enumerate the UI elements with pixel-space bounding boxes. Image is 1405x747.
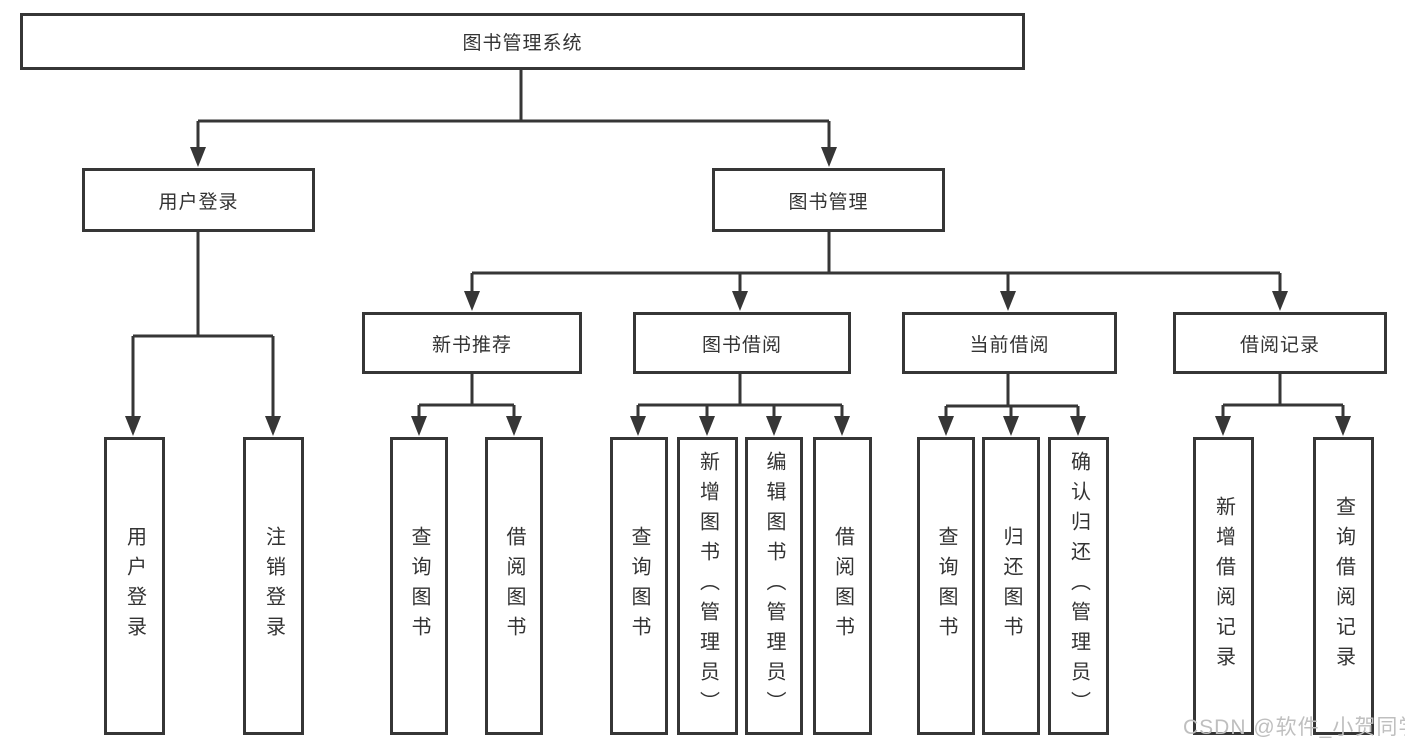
node-label: 图书借阅 [701, 334, 782, 356]
leaf-record-query: 查询借阅记录 [1313, 437, 1374, 735]
node-label: 图书管理系统 [462, 33, 583, 54]
leaf-currentborrow-confirm: 确认归还（管理员） [1048, 437, 1109, 735]
arrow-down-icon [834, 416, 850, 436]
connector-userlogin-to-leaves [131, 232, 275, 418]
node-book-management: 图书管理 [712, 168, 945, 232]
node-root-system: 图书管理系统 [20, 13, 1025, 70]
node-borrow-record: 借阅记录 [1173, 312, 1387, 374]
node-label: 查询借阅记录 [1332, 496, 1355, 676]
node-label: 新增借阅记录 [1212, 496, 1235, 676]
connector-bookborrow-to-leaves [636, 374, 844, 418]
node-book-borrow: 图书借阅 [633, 312, 851, 374]
arrow-down-icon [699, 416, 715, 436]
node-label: 查询图书 [408, 526, 430, 646]
node-label: 新增图书（管理员） [696, 451, 719, 721]
leaf-user-login: 用户登录 [104, 437, 165, 735]
connector-bookmgmt-to-level2 [470, 232, 1282, 293]
node-label: 确认归还（管理员） [1067, 451, 1090, 721]
arrow-down-icon [506, 416, 522, 436]
connector-currentborrow-to-leaves [944, 374, 1080, 418]
node-label: 编辑图书（管理员） [763, 451, 785, 721]
leaf-currentborrow-query: 查询图书 [917, 437, 975, 735]
connector-newbook-to-leaves [417, 374, 516, 418]
arrowheads [125, 147, 1351, 436]
node-label: 注销登录 [262, 526, 285, 646]
arrow-down-icon [1070, 416, 1086, 436]
leaf-bookborrow-query: 查询图书 [610, 437, 668, 735]
connector-root-to-level1 [196, 68, 831, 150]
arrow-down-icon [821, 147, 837, 167]
arrow-down-icon [464, 291, 480, 311]
watermark: CSDN @软件_小贺同学 [1183, 716, 1405, 739]
leaf-currentborrow-return: 归还图书 [982, 437, 1040, 735]
leaf-logout: 注销登录 [243, 437, 304, 735]
node-label: 当前借阅 [969, 334, 1050, 356]
leaf-newbook-borrow: 借阅图书 [485, 437, 543, 735]
node-user-login: 用户登录 [82, 168, 315, 232]
node-label: 借阅图书 [831, 526, 854, 646]
arrow-down-icon [938, 416, 954, 436]
arrow-down-icon [766, 416, 782, 436]
node-label: 新书推荐 [431, 334, 512, 356]
node-label: 图书管理 [788, 191, 869, 213]
node-current-borrow: 当前借阅 [902, 312, 1117, 374]
arrow-down-icon [190, 147, 206, 167]
leaf-bookborrow-borrow: 借阅图书 [813, 437, 872, 735]
arrow-down-icon [732, 291, 748, 311]
leaf-record-add: 新增借阅记录 [1193, 437, 1254, 735]
arrow-down-icon [265, 416, 281, 436]
node-label: 用户登录 [123, 526, 146, 646]
node-label: 归还图书 [1000, 526, 1022, 646]
arrow-down-icon [1000, 291, 1016, 311]
leaf-newbook-query: 查询图书 [390, 437, 448, 735]
arrow-down-icon [125, 416, 141, 436]
arrow-down-icon [1272, 291, 1288, 311]
node-label: 用户登录 [158, 191, 239, 213]
node-label: 查询图书 [935, 526, 957, 646]
node-label: 查询图书 [628, 526, 650, 646]
node-label: 借阅图书 [503, 526, 525, 646]
leaf-bookborrow-add: 新增图书（管理员） [677, 437, 738, 735]
connector-borrowrecord-to-leaves [1221, 374, 1345, 418]
arrow-down-icon [1335, 416, 1351, 436]
node-label: 借阅记录 [1239, 334, 1320, 356]
node-new-book-recommend: 新书推荐 [362, 312, 582, 374]
arrow-down-icon [1215, 416, 1231, 436]
leaf-bookborrow-edit: 编辑图书（管理员） [745, 437, 803, 735]
arrow-down-icon [630, 416, 646, 436]
arrow-down-icon [411, 416, 427, 436]
arrow-down-icon [1003, 416, 1019, 436]
